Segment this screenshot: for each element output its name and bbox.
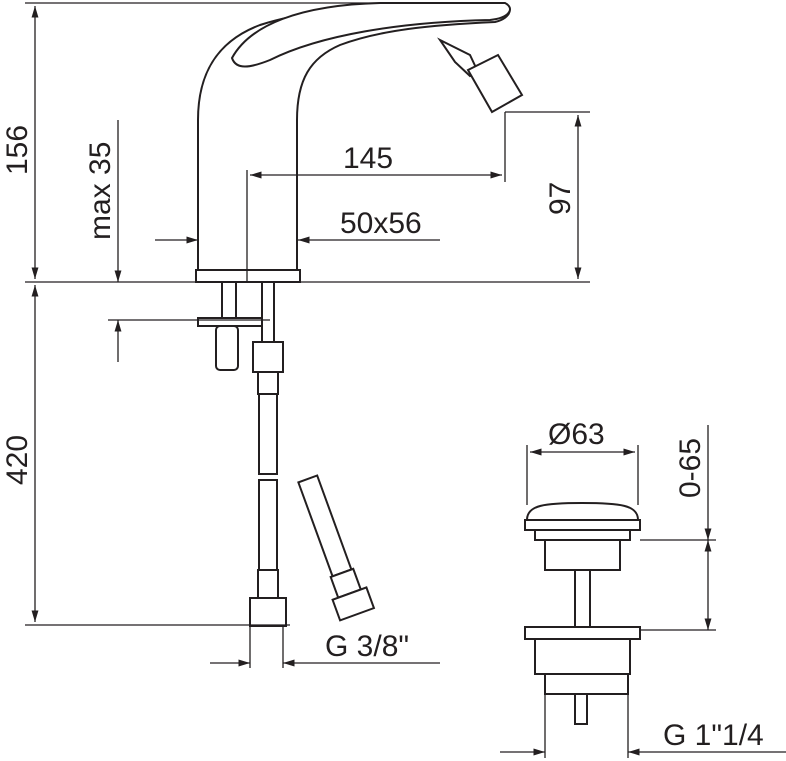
label-drain-range: 0-65 [674, 438, 707, 498]
hose-lower [258, 479, 278, 571]
hose-detached [297, 474, 353, 578]
base-plate [195, 269, 301, 283]
hose-upper [258, 393, 278, 475]
drain-assembly [524, 501, 641, 725]
label-max-deck: max 35 [84, 142, 117, 240]
dimension-lines [25, 2, 786, 758]
hose-nut [249, 597, 287, 627]
label-hose-thread: G 3/8" [325, 630, 409, 663]
label-total-height: 156 [1, 125, 34, 175]
bidet-nozzle [466, 53, 524, 114]
label-base-size: 50x56 [340, 207, 422, 240]
faucet-lever [230, 2, 511, 68]
label-drain-thread: G 1"1/4 [663, 719, 764, 752]
drain-cap [525, 501, 640, 521]
label-spout-height: 97 [544, 182, 577, 215]
label-hose-length: 420 [1, 435, 34, 485]
mounting-parts [197, 281, 376, 627]
label-drain-diameter: Ø63 [548, 418, 605, 451]
label-spout-reach: 145 [343, 142, 393, 175]
